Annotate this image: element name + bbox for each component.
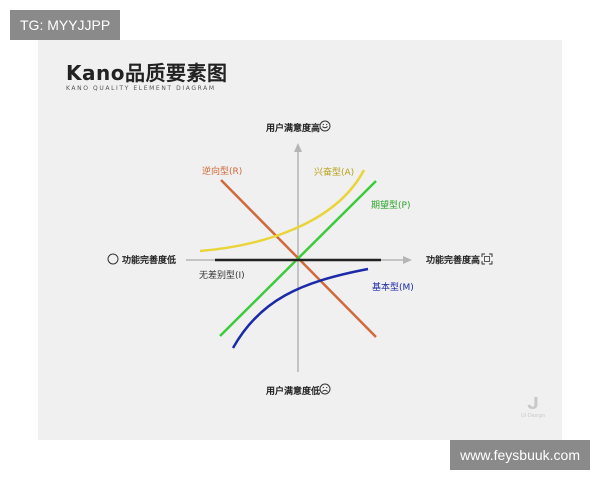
axis-bottom-label: 用户满意度低 [266,387,321,397]
diagram-subtitle: KANO QUALITY ELEMENT DIAGRAM [66,85,216,92]
must-be-label: 基本型(M) [372,283,414,293]
performance-label: 期望型(P) [371,201,411,211]
expand-icon [481,253,493,265]
excitement-curve [199,169,366,253]
axis-left-label: 功能完善度低 [122,256,177,266]
designer-watermark: ᒍ UI·Design [518,396,548,420]
must-be-curve [231,267,369,349]
x-axis-arrow [403,256,412,264]
watermark-glyph: ᒍ [527,394,539,413]
watermark-text: UI·Design [521,413,545,419]
bottom-badge: www.feysbuuk.com [450,440,590,470]
frown-icon [319,383,331,395]
indifferent-label: 无差别型(I) [199,271,245,281]
axis-right-label: 功能完善度高 [426,256,481,266]
circle-icon [107,253,119,265]
axis-top-label: 用户满意度高 [266,124,321,134]
reverse-label: 逆向型(R) [202,167,243,177]
excitement-label: 兴奋型(A) [314,168,355,178]
smile-icon [319,120,331,132]
diagram-title: Kano品质要素图 [66,61,228,85]
y-axis-arrow [294,143,302,152]
performance-curve [219,180,377,337]
curves [199,169,381,349]
diagram-card [38,40,562,440]
top-badge: TG: MYYJJPP [10,10,121,40]
